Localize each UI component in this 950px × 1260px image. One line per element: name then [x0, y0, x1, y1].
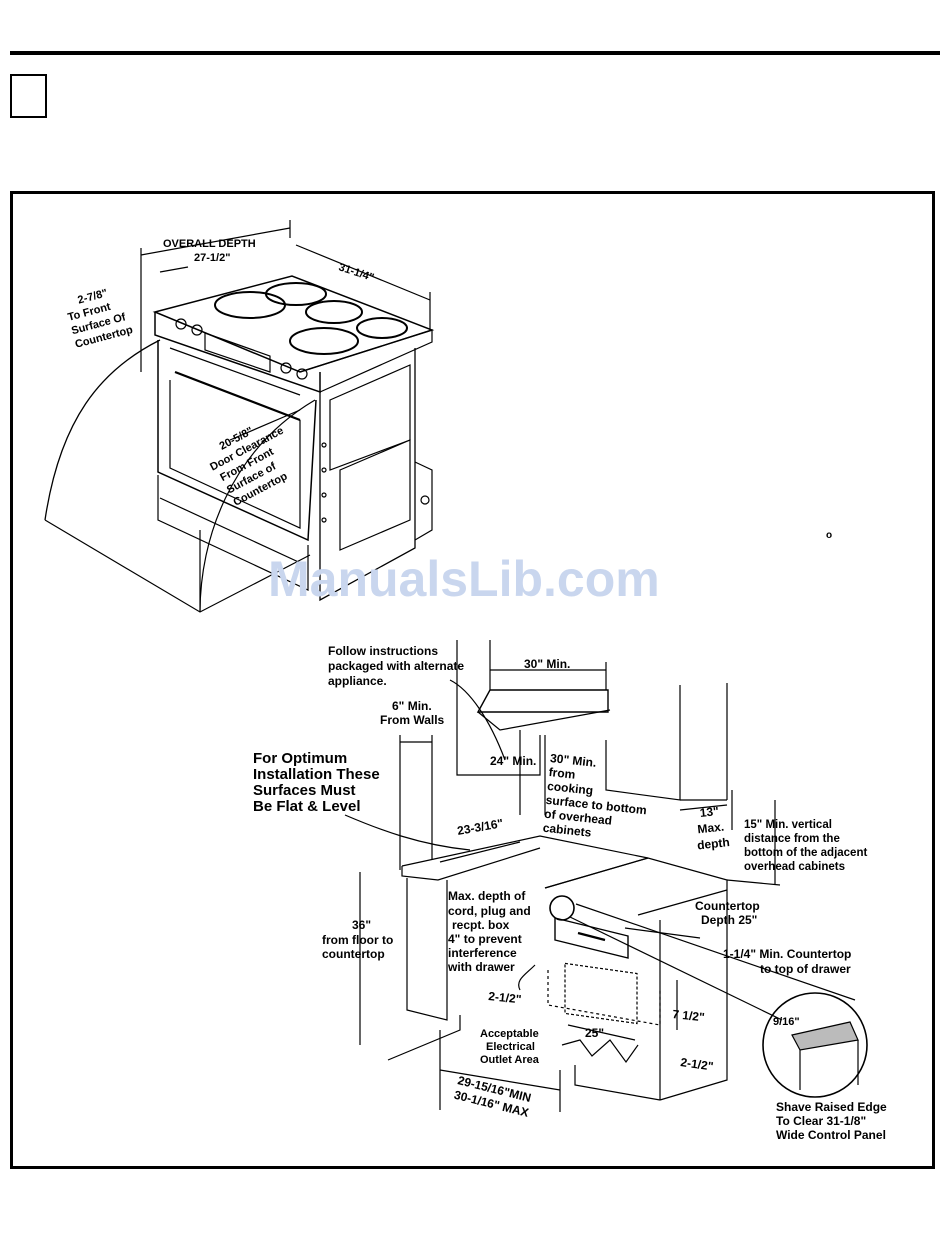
- step-checkbox[interactable]: [10, 74, 47, 118]
- svg-text:15" Min. vertical: 15" Min. vertical: [744, 819, 832, 831]
- acceptable-outlet-label: Acceptable Electrical Outlet Area: [480, 1028, 540, 1066]
- twentyfive-label: 25": [585, 1026, 604, 1040]
- svg-text:depth: depth: [696, 835, 730, 852]
- countertop-to-drawer-label: 1-1/4" Min. Countertop to top of drawer: [723, 947, 851, 976]
- svg-text:cord, plug and: cord, plug and: [448, 904, 531, 918]
- twentyfour-min-label: 24" Min.: [490, 754, 536, 768]
- svg-text:To Clear 31-1/8": To Clear 31-1/8": [776, 1114, 866, 1128]
- svg-text:countertop: countertop: [322, 947, 385, 961]
- svg-text:30" Min.: 30" Min.: [549, 751, 597, 770]
- countertop-depth-label: Countertop Depth 25": [695, 899, 760, 927]
- svg-text:Countertop: Countertop: [695, 899, 760, 913]
- svg-text:1-1/4" Min. Countertop: 1-1/4" Min. Countertop: [723, 947, 851, 961]
- svg-text:interference: interference: [448, 946, 517, 960]
- optimum-surfaces-label: For Optimum Installation These Surfaces …: [253, 750, 380, 815]
- svg-text:Installation These: Installation These: [253, 766, 380, 783]
- svg-text:Follow instructions: Follow instructions: [328, 644, 438, 658]
- svg-text:Depth 25": Depth 25": [701, 913, 757, 927]
- svg-text:36": 36": [352, 918, 371, 932]
- svg-text:Wide Control Panel: Wide Control Panel: [776, 1128, 886, 1142]
- top-rule: [10, 51, 940, 55]
- two-half-left-label: 2-1/2": [488, 989, 522, 1006]
- svg-text:Shave Raised Edge: Shave Raised Edge: [776, 1100, 887, 1114]
- thirtysix-label: 36" from floor to countertop: [322, 918, 393, 961]
- svg-text:to top of drawer: to top of drawer: [760, 962, 851, 976]
- svg-text:For Optimum: For Optimum: [253, 750, 347, 767]
- svg-text:Outlet Area: Outlet Area: [480, 1054, 540, 1066]
- svg-text:Acceptable: Acceptable: [480, 1028, 539, 1040]
- overall-depth-title: OVERALL DEPTH: [163, 238, 256, 250]
- nine-sixteenths-label: 9/16": [773, 1016, 800, 1028]
- svg-text:distance from the: distance from the: [744, 833, 840, 845]
- front-surface-label: 2-7/8" To Front Surface Of Countertop: [67, 287, 135, 351]
- two-half-right-label: 2-1/2": [680, 1055, 715, 1073]
- svg-text:Be Flat & Level: Be Flat & Level: [253, 798, 361, 815]
- overall-depth-value: 27-1/2": [194, 252, 230, 264]
- svg-text:with drawer: with drawer: [447, 960, 515, 974]
- svg-text:cooking: cooking: [547, 779, 594, 798]
- fifteen-min-label: 15" Min. vertical distance from the bott…: [744, 819, 867, 873]
- range-width-label: 31-1/4": [337, 261, 375, 284]
- svg-text:appliance.: appliance.: [328, 674, 387, 688]
- small-mark: o: [826, 530, 832, 541]
- svg-text:Electrical: Electrical: [486, 1041, 535, 1053]
- watermark: ManualsLib.com: [268, 551, 660, 607]
- twentythree-label: 23-3/16": [456, 816, 504, 838]
- svg-text:overhead cabinets: overhead cabinets: [744, 861, 845, 873]
- svg-text:13": 13": [699, 804, 719, 820]
- figure-frame: [10, 191, 935, 1169]
- svg-text:from floor to: from floor to: [322, 933, 393, 947]
- follow-instructions-label: Follow instructions packaged with altern…: [328, 644, 464, 688]
- svg-text:cabinets: cabinets: [542, 821, 592, 840]
- svg-text:From Walls: From Walls: [380, 713, 445, 727]
- shave-edge-label: Shave Raised Edge To Clear 31-1/8" Wide …: [776, 1100, 887, 1142]
- svg-text:from: from: [548, 765, 576, 782]
- door-clearance-label: 20-5/8" Door Clearance From Front Surfac…: [208, 425, 289, 509]
- svg-text:Max. depth of: Max. depth of: [448, 889, 526, 903]
- min-max-label: 29-15/16"MIN 30-1/16" MAX: [453, 1073, 533, 1120]
- seven-half-label: 7 1/2": [672, 1007, 706, 1024]
- max-depth-cord-label: Max. depth of cord, plug and recpt. box …: [447, 889, 531, 974]
- svg-text:4" to prevent: 4" to prevent: [448, 932, 522, 946]
- svg-text:packaged with alternate: packaged with alternate: [328, 659, 464, 673]
- six-min-label: 6" Min. From Walls: [380, 699, 445, 727]
- installation-illustration: [344, 640, 868, 1112]
- svg-text:Surfaces Must: Surfaces Must: [253, 782, 356, 799]
- svg-text:recpt. box: recpt. box: [452, 918, 510, 932]
- range-illustration: [44, 220, 435, 613]
- svg-text:Max.: Max.: [697, 820, 725, 837]
- svg-text:6" Min.: 6" Min.: [392, 699, 432, 713]
- thirteen-max-label: 13" Max. depth: [696, 804, 730, 852]
- thirty-min-cooking-label: 30" Min. from cooking surface to bottom …: [542, 751, 647, 840]
- thirty-min-label: 30" Min.: [524, 657, 570, 671]
- svg-text:bottom of the adjacent: bottom of the adjacent: [744, 847, 867, 859]
